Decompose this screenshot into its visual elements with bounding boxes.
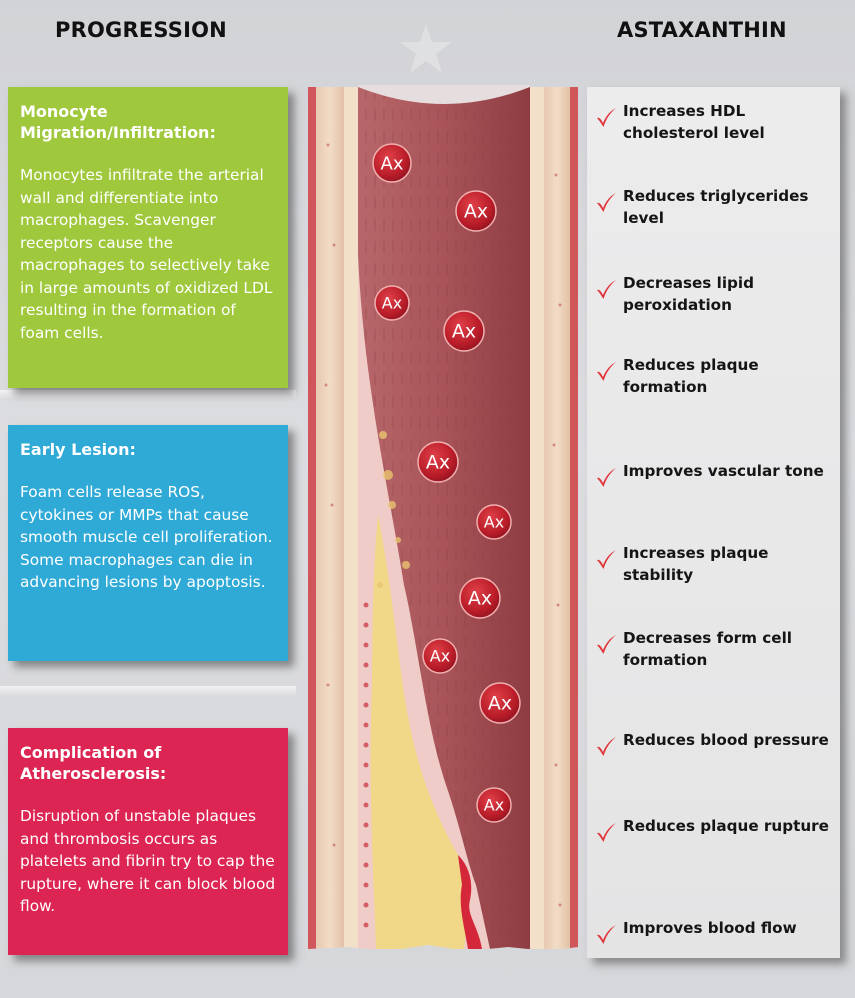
check-icon [597,550,616,569]
ax-particle: Ax [459,577,501,619]
ax-particle-circle [372,143,412,183]
media-right [544,87,570,949]
ax-particle: Ax [476,787,512,823]
foam-cell-dots [377,431,410,588]
ax-particle: Ax [372,143,412,183]
ax-particle-label: Ax [382,294,402,313]
stage-description: Monocytes infiltrate the arterial wall a… [20,166,273,342]
lumen-opening [358,85,530,104]
benefit-label: Increases HDL cholesterol level [623,102,765,142]
ax-particle-circle [443,310,485,352]
progression-header: PROGRESSION [55,18,227,42]
ax-particle-label: Ax [452,321,476,343]
rupture-thrombus [458,855,482,949]
benefit-label: Increases plaque stability [623,544,769,584]
stage-box-monocyte-migration: Monocyte Migration/Infiltration: Monocyt… [8,87,288,388]
stage-box-complication: Complication of Atherosclerosis: Disrupt… [8,728,288,955]
ax-particle-label: Ax [381,153,404,174]
wall-speckles [324,143,562,907]
ax-particle-circle [476,504,512,540]
ax-particle: Ax [443,310,485,352]
ax-particle-circle [455,190,497,232]
adventitia-right [570,87,578,949]
ax-particle-label: Ax [464,201,488,223]
ax-particle: Ax [417,441,459,483]
ax-particle-label: Ax [468,588,492,610]
check-icon [597,468,616,487]
shelf-divider [0,686,296,696]
benefit-label: Decreases form cell formation [623,629,792,669]
check-icon [597,925,616,944]
benefit-label: Improves blood flow [623,919,797,937]
stage-heading: Early Lesion: [20,440,136,459]
ax-particle: Ax [476,504,512,540]
ax-particle-label: Ax [426,452,450,474]
intima-left [344,87,358,949]
benefit-label: Decreases lipid peroxidation [623,274,754,314]
benefit-label: Reduces plaque rupture [623,817,829,835]
benefit-label: Reduces plaque formation [623,356,759,396]
check-icon [597,635,616,654]
ax-particle-circle [374,285,410,321]
ax-particle: Ax [455,190,497,232]
ax-particle: Ax [374,285,410,321]
ax-particle-circle [476,787,512,823]
media-left [316,87,344,949]
check-icon [597,362,616,381]
lipid-core [370,515,468,949]
star-watermark-icon [400,24,452,73]
ax-particle-circle [459,577,501,619]
intima-right [530,87,544,949]
stage-description: Foam cells release ROS, cytokines or MMP… [20,483,273,591]
check-icon [597,280,616,299]
stage-box-early-lesion: Early Lesion: Foam cells release ROS, cy… [8,425,288,661]
stage-heading: Monocyte Migration/Infiltration: [20,102,216,142]
shelf-divider [0,390,296,400]
macrophage-dots [363,602,369,928]
ax-particle: Ax [422,638,458,674]
check-icon [597,823,616,842]
check-icon [597,193,616,212]
benefit-label: Improves vascular tone [623,462,824,480]
ax-particle-label: Ax [484,513,504,532]
adventitia-left [308,87,316,949]
ax-particle-label: Ax [430,647,450,666]
stage-description: Disruption of unstable plaques and throm… [20,807,276,915]
check-icon [597,108,616,127]
ax-particle: Ax [479,682,521,724]
astaxanthin-header: ASTAXANTHIN [617,18,787,42]
ax-particle-label: Ax [484,796,504,815]
ax-particle-circle [479,682,521,724]
ax-particle-label: Ax [488,693,512,715]
stage-heading: Complication of Atherosclerosis: [20,743,167,783]
ax-particle-circle [422,638,458,674]
benefit-label: Reduces blood pressure [623,731,829,749]
check-icon [597,737,616,756]
benefit-label: Reduces triglycerides level [623,187,809,227]
ax-particle-circle [417,441,459,483]
torn-edge [308,945,578,955]
